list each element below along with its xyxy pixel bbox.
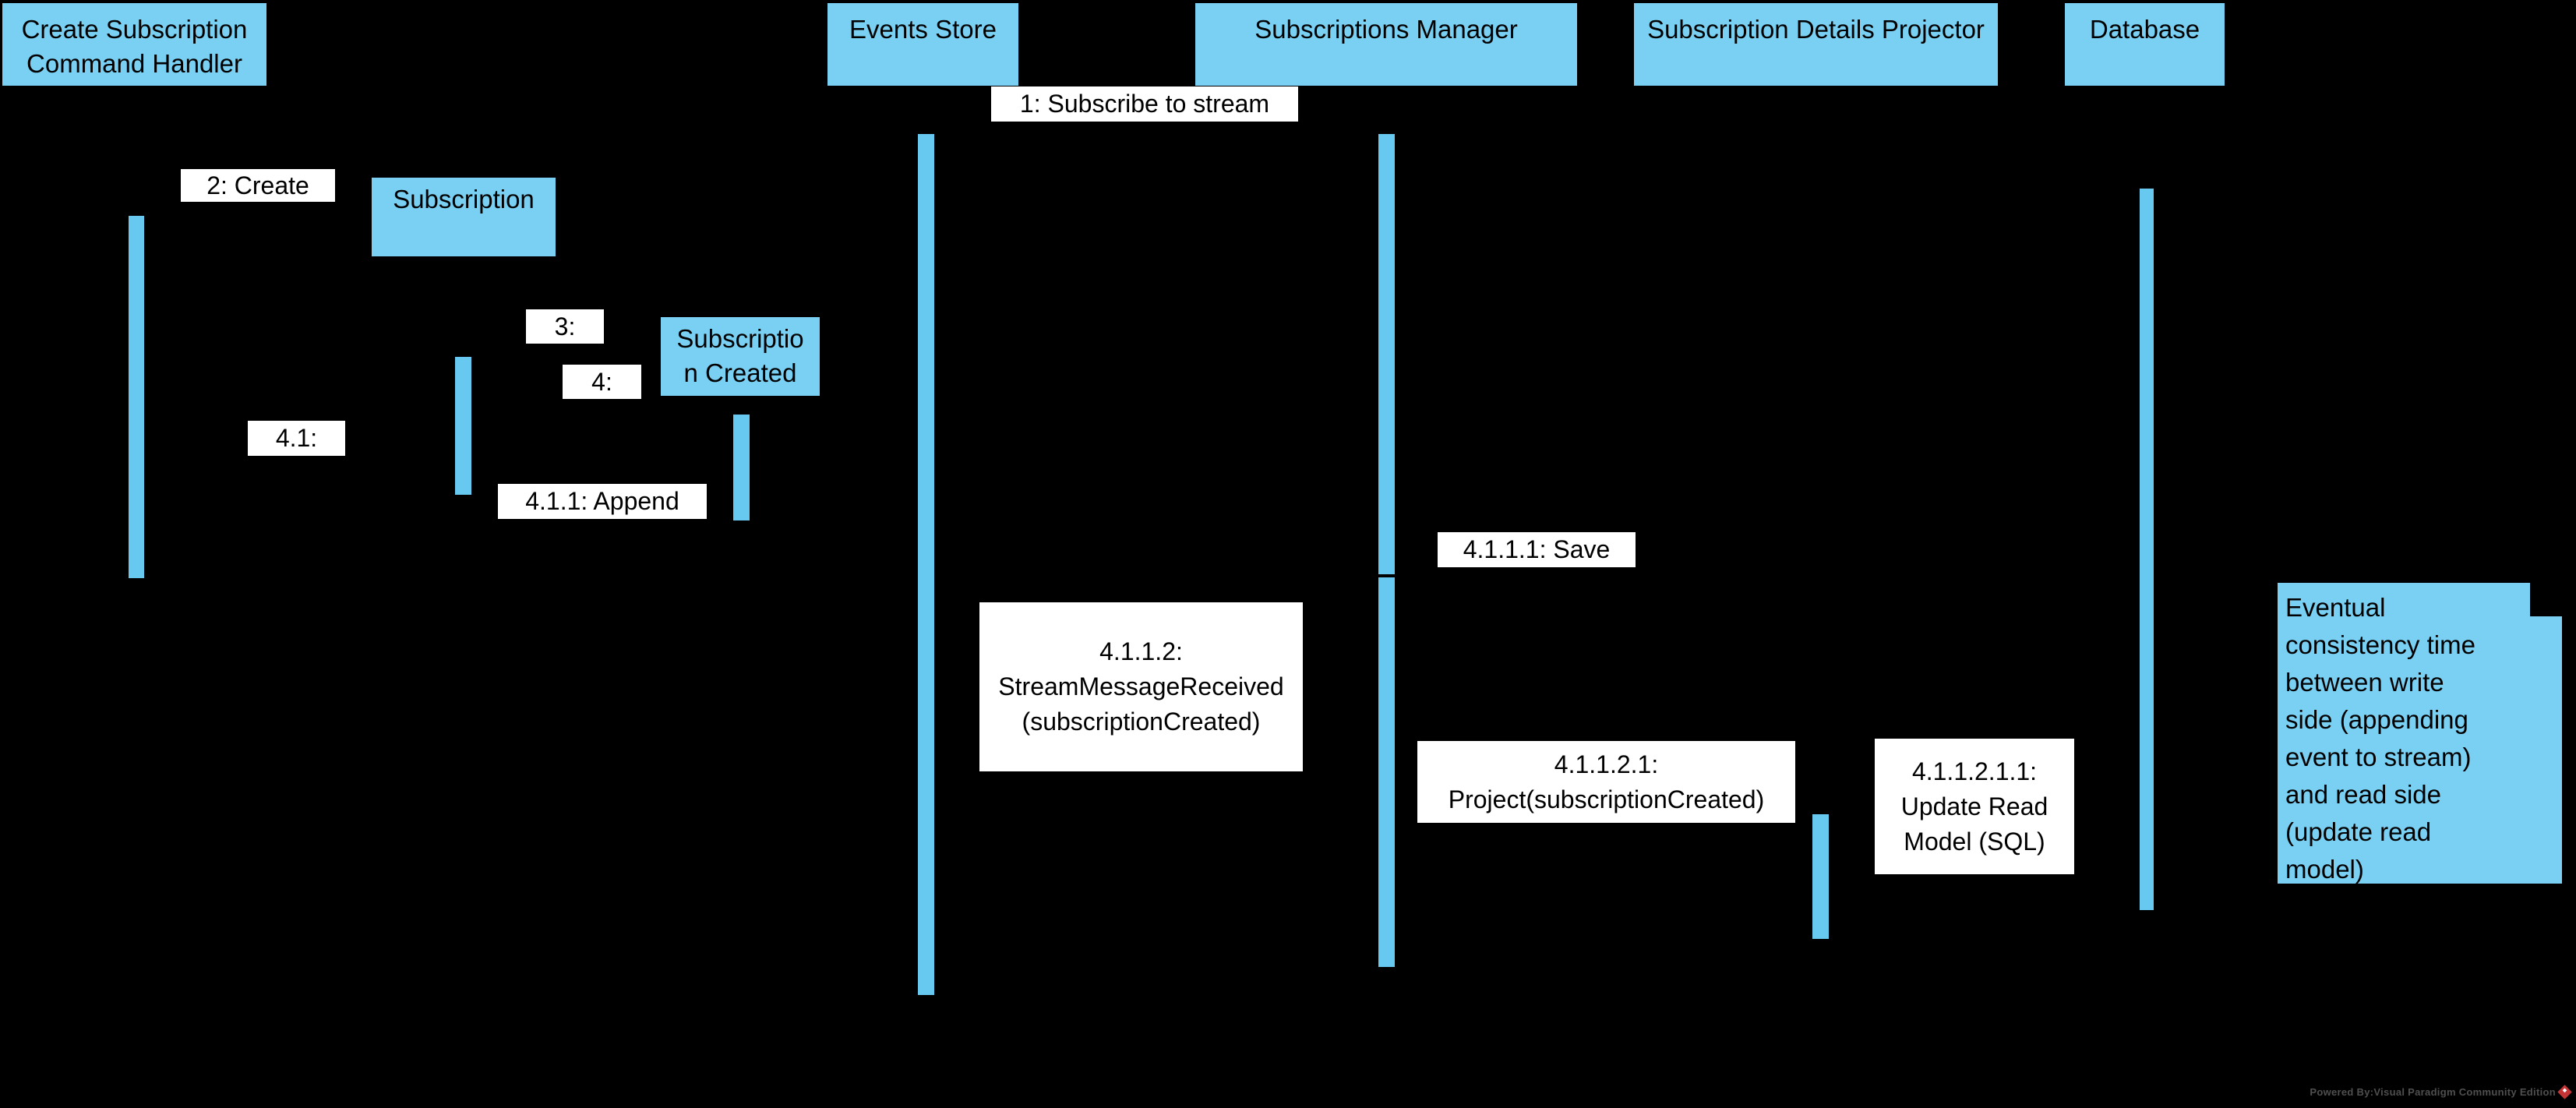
object-subscription-created: Subscriptio n Created xyxy=(661,317,820,396)
message-label: 4.1.1: Append xyxy=(525,487,679,515)
object-label-line: Subscription xyxy=(393,185,535,213)
note-text-line: side (appending xyxy=(2285,705,2468,734)
note-eventual-consistency: Eventual consistency time between write … xyxy=(2278,583,2562,884)
object-label-line: Subscriptio xyxy=(676,324,804,353)
note-text-line: Eventual xyxy=(2285,593,2386,622)
lifeline-create-subscription-command-handler: Create Subscription Command Handler xyxy=(2,3,266,86)
message-label: 2: Create xyxy=(206,171,309,199)
lifeline-label-line: Subscriptions Manager xyxy=(1254,15,1518,44)
lifeline-database: Database xyxy=(2065,3,2225,86)
lifeline-subscriptions-manager: Subscriptions Manager xyxy=(1195,3,1577,86)
lifeline-label-line: Database xyxy=(2089,15,2200,44)
note-text-line: between write xyxy=(2285,668,2444,697)
powered-by-text: Powered By:Visual Paradigm Community Edi… xyxy=(2310,1086,2556,1098)
note-text-line: consistency time xyxy=(2285,630,2475,659)
lifeline-label-line: Create Subscription xyxy=(21,15,248,44)
lifeline-events-store: Events Store xyxy=(827,3,1018,86)
activation-bar-subscription xyxy=(455,357,471,495)
visual-paradigm-logo-icon xyxy=(2557,1085,2572,1099)
note-text-line: model) xyxy=(2285,855,2364,884)
message-label-line: Update Read xyxy=(1900,792,2048,820)
message-subscribe-to-stream: 1: Subscribe to stream xyxy=(991,86,1298,122)
activation-bar-subscriptions-manager-1 xyxy=(1378,134,1395,574)
activation-bar-database xyxy=(2140,189,2154,910)
activation-bar-subscription-details-projector xyxy=(1812,814,1829,939)
lifeline-subscription-details-projector: Subscription Details Projector xyxy=(1634,3,1998,86)
lifeline-label-line: Command Handler xyxy=(26,49,242,78)
message-label-line: Project(subscriptionCreated) xyxy=(1448,785,1765,813)
message-label: 4.1.1.1: Save xyxy=(1463,535,1611,563)
message-4-1: 4.1: xyxy=(248,421,345,456)
message-project-subscription-created: 4.1.1.2.1: Project(subscriptionCreated) xyxy=(1417,741,1795,823)
activation-bar-command-handler xyxy=(129,216,144,578)
message-save: 4.1.1.1: Save xyxy=(1438,532,1636,567)
message-label: 4: xyxy=(591,367,612,396)
message-update-read-model: 4.1.1.2.1.1: Update Read Model (SQL) xyxy=(1875,739,2074,874)
message-label: 4.1: xyxy=(275,424,318,452)
message-label-line: 4.1.1.2.1: xyxy=(1554,750,1659,778)
activation-bar-events-store xyxy=(918,134,934,995)
message-label-line: Model (SQL) xyxy=(1904,827,2045,856)
note-text-line: event to stream) xyxy=(2285,743,2472,771)
activation-bar-subscription-created xyxy=(733,415,750,520)
message-create: 2: Create xyxy=(181,169,335,202)
note-text-line: (update read xyxy=(2285,817,2432,846)
message-label: 3: xyxy=(554,312,576,341)
message-4: 4: xyxy=(563,365,641,399)
lifeline-label-line: Events Store xyxy=(849,15,997,44)
message-label-line: (subscriptionCreated) xyxy=(1022,707,1261,736)
lifeline-label-line: Subscription Details Projector xyxy=(1647,15,1985,44)
note-text-line: and read side xyxy=(2285,780,2441,809)
object-subscription: Subscription xyxy=(372,178,556,256)
message-label-line: 4.1.1.2: xyxy=(1099,637,1183,665)
footer-branding: Powered By:Visual Paradigm Community Edi… xyxy=(2310,1085,2574,1099)
object-label-line: n Created xyxy=(683,358,797,387)
message-stream-message-received: 4.1.1.2: StreamMessageReceived (subscrip… xyxy=(979,602,1303,771)
message-3: 3: xyxy=(526,309,604,344)
message-label: 1: Subscribe to stream xyxy=(1019,90,1270,118)
message-label-line: 4.1.1.2.1.1: xyxy=(1911,757,2038,785)
message-append: 4.1.1: Append xyxy=(498,484,707,519)
message-label-line: StreamMessageReceived xyxy=(998,672,1284,700)
activation-bar-subscriptions-manager-2 xyxy=(1378,577,1395,967)
